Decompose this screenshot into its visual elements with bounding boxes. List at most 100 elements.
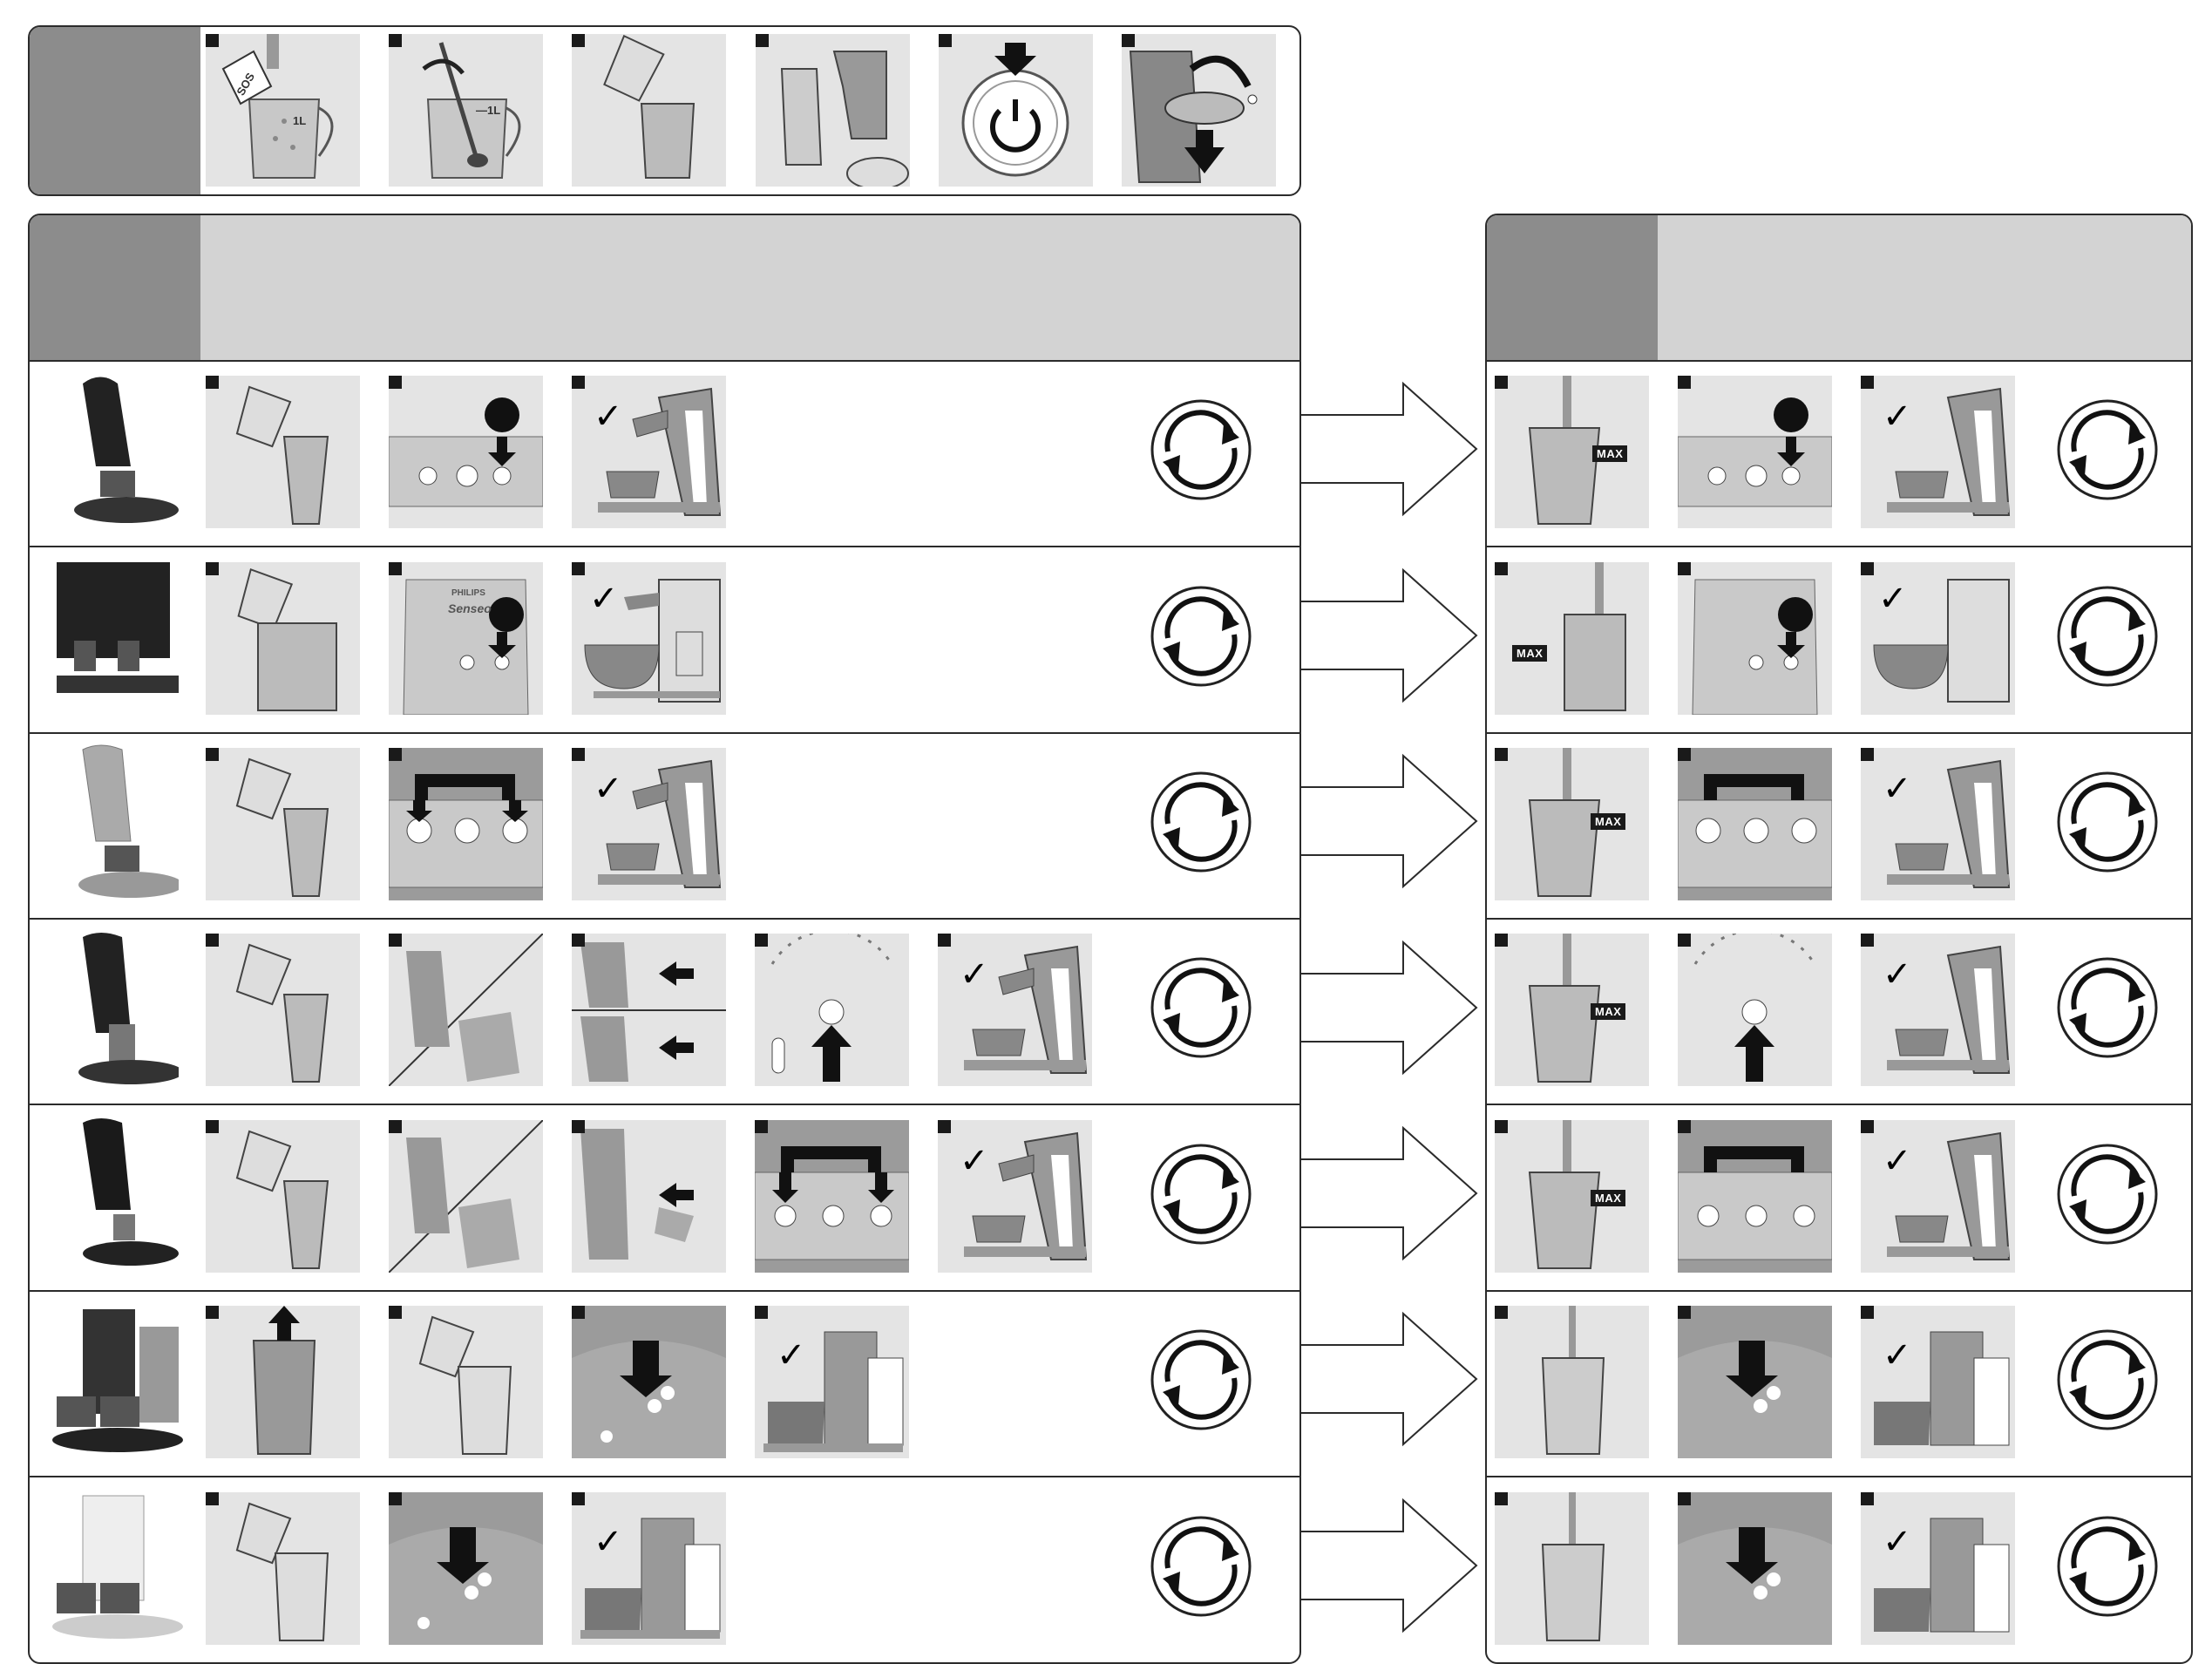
rinse-step-tile[interactable] — [1678, 934, 1832, 1086]
cycle-arrows-icon — [1150, 771, 1252, 873]
press-two-buttons-icon[interactable] — [389, 748, 543, 900]
cycle-arrows-icon — [2057, 771, 2158, 873]
prep-panel-label-bar — [30, 27, 200, 194]
jug-volume-label: —1L — [476, 104, 501, 117]
step-marker — [1861, 1120, 1874, 1133]
press-center-button-icon[interactable] — [755, 934, 909, 1086]
machine-7-image — [52, 1495, 183, 1639]
step-marker — [1861, 1492, 1874, 1505]
step-tile — [389, 934, 543, 1086]
machine-brewing-icon: ✓ — [1874, 1518, 2010, 1633]
rinse-step-tile: ✓ — [1861, 376, 2015, 528]
step-marker — [206, 748, 219, 761]
step-marker — [572, 748, 585, 761]
step-marker — [389, 562, 402, 575]
arrow-right-icon — [1301, 753, 1478, 889]
press-center-button-icon[interactable] — [1678, 934, 1832, 1086]
step-tile[interactable] — [389, 376, 543, 528]
rinse-step-tile[interactable] — [1678, 562, 1832, 715]
cycle-arrows-icon — [1150, 1144, 1252, 1245]
prep-step-1-tile: 1L SOS — [206, 34, 360, 187]
step-tile[interactable] — [755, 934, 909, 1086]
rinse-step-tile[interactable] — [1678, 1492, 1832, 1645]
fill-reservoir-icon — [1541, 1306, 1605, 1455]
machine-4-image — [78, 933, 179, 1084]
press-button-icon[interactable] — [389, 562, 543, 715]
fill-to-max-icon — [1528, 1120, 1601, 1269]
checkmark-icon: ✓ — [1883, 1141, 1912, 1181]
prep-step-5-tile[interactable] — [939, 34, 1093, 187]
rinse-step-tile[interactable] — [1678, 748, 1832, 900]
press-button-icon[interactable] — [389, 376, 543, 528]
checkmark-icon: ✓ — [777, 1335, 806, 1375]
remove-spout-icon — [389, 1120, 543, 1273]
step-marker — [1678, 376, 1691, 389]
step-tile[interactable] — [572, 1306, 726, 1458]
arrow-right-icon — [1301, 940, 1478, 1076]
step-tile[interactable] — [389, 1492, 543, 1645]
step-marker — [755, 1306, 768, 1319]
press-button-icon[interactable] — [572, 1306, 726, 1458]
step-marker — [206, 562, 219, 575]
step-tile: ✓ — [572, 748, 726, 900]
descaling-panel-label-bar — [30, 215, 200, 362]
press-button-icon[interactable] — [1678, 1306, 1832, 1458]
row-divider — [28, 918, 1301, 920]
machine-brewing-icon: ✓ — [1874, 1331, 2010, 1446]
press-button-icon[interactable] — [1678, 376, 1832, 528]
pour-reservoir-icon — [235, 1502, 329, 1641]
checkmark-icon: ✓ — [594, 1522, 623, 1562]
step-marker — [1861, 934, 1874, 947]
arrow-right-icon — [1301, 1498, 1478, 1633]
rinse-step-tile[interactable] — [1678, 1306, 1832, 1458]
checkmark-icon: ✓ — [1883, 769, 1912, 809]
step-marker — [572, 1306, 585, 1319]
max-label: MAX — [1591, 1003, 1626, 1020]
step-tile — [389, 1120, 543, 1273]
step-marker — [206, 934, 219, 947]
press-two-buttons-icon[interactable] — [755, 1120, 909, 1273]
step-tile[interactable] — [755, 1120, 909, 1273]
machine-brewing-icon: ✓ — [1873, 579, 2010, 703]
jug-with-descaler-icon — [221, 34, 334, 179]
rinse-step-tile: ✓ — [1861, 1492, 2015, 1645]
jug-volume-label: 1L — [293, 114, 307, 127]
press-button-icon[interactable] — [1678, 1492, 1832, 1645]
press-two-buttons-icon[interactable] — [1678, 748, 1832, 900]
cycle-arrows-icon — [2057, 957, 2158, 1058]
machine-brewing-icon: ✓ — [1883, 945, 2011, 1074]
power-icon[interactable] — [939, 34, 1093, 187]
checkmark-icon: ✓ — [1883, 954, 1912, 995]
machine-brewing-icon: ✓ — [594, 387, 722, 516]
arrow-right-icon — [1301, 567, 1478, 703]
rinse-step-tile[interactable] — [1678, 1120, 1832, 1273]
step-marker — [1678, 748, 1691, 761]
press-button-icon[interactable] — [389, 1492, 543, 1645]
pour-reservoir-icon — [237, 567, 337, 711]
cycle-arrows-icon — [1150, 1329, 1252, 1430]
machine-5-image — [83, 1118, 179, 1266]
rinse-fill-tile: MAX — [1495, 1120, 1649, 1273]
step-marker — [1495, 1306, 1508, 1319]
step-tile[interactable]: PHILIPS Senseo — [389, 562, 543, 715]
rinse-step-tile: ✓ — [1861, 934, 2015, 1086]
prep-step-6-tile — [1122, 34, 1276, 187]
rinse-fill-tile — [1495, 1306, 1649, 1458]
cycle-arrows-icon — [2057, 586, 2158, 687]
press-button-icon[interactable] — [1678, 562, 1832, 715]
step-marker — [1495, 1120, 1508, 1133]
step-tile: ✓ — [938, 1120, 1092, 1273]
rinse-fill-tile: MAX — [1495, 562, 1649, 715]
step-marker — [1678, 1120, 1691, 1133]
step-tile[interactable] — [389, 748, 543, 900]
fill-to-max-icon — [1528, 934, 1601, 1083]
step-marker — [389, 1492, 402, 1505]
cycle-arrows-icon — [1150, 586, 1252, 687]
press-two-buttons-icon[interactable] — [1678, 1120, 1832, 1273]
machine-brewing-icon: ✓ — [1883, 1131, 2011, 1260]
machine-brewing-icon: ✓ — [1883, 759, 2011, 888]
checkmark-icon: ✓ — [594, 769, 623, 809]
machine-1-image — [74, 377, 179, 523]
step-marker — [1495, 376, 1508, 389]
rinse-step-tile[interactable] — [1678, 376, 1832, 528]
